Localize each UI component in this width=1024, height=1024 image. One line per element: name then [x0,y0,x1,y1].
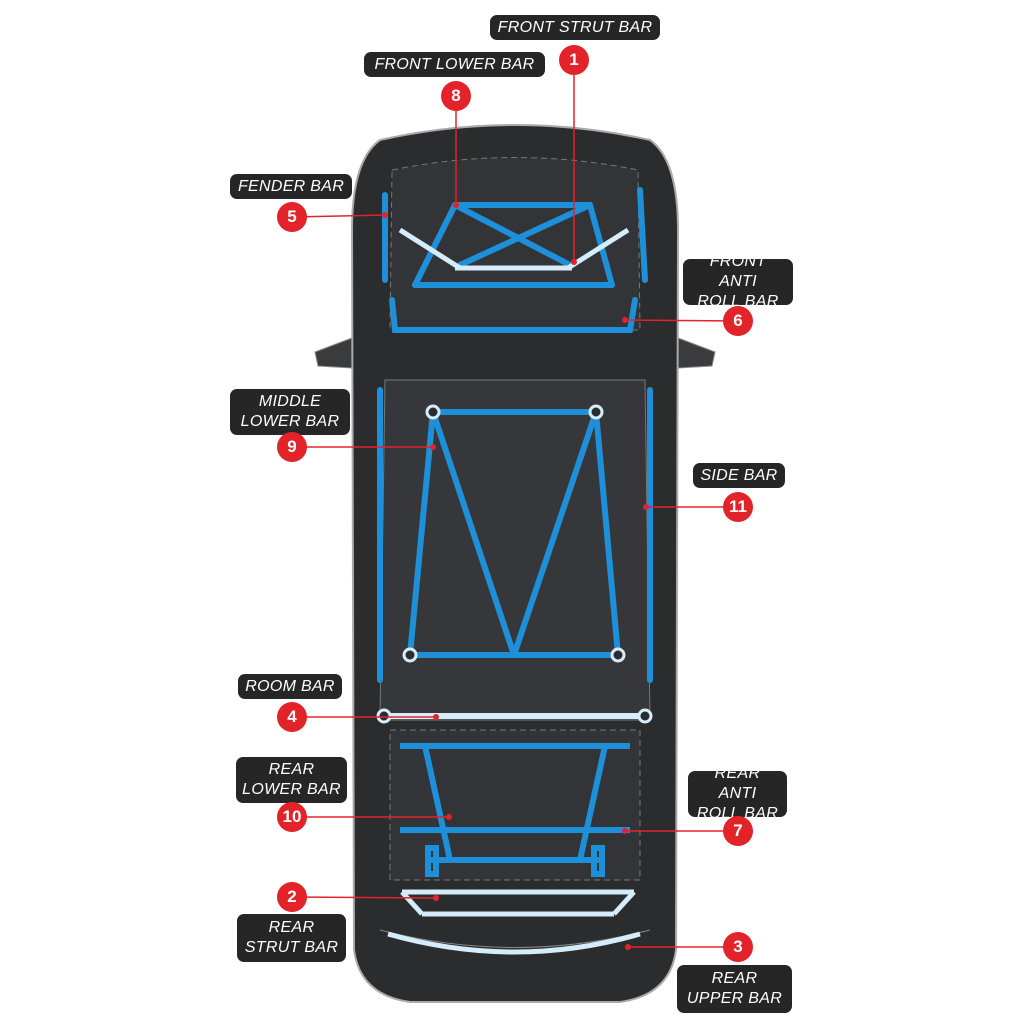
callout-number-6: 6 [723,306,753,336]
label-rear-lower-bar: REAR LOWER BAR [236,757,347,803]
leader-dot-rear-upper-bar [625,944,631,950]
leader-dot-side-bar [643,504,649,510]
leader-dot-rear-strut-bar [433,895,439,901]
rear-bars [400,743,630,877]
middle-bar-joints [402,404,626,663]
left-mirror [314,337,353,369]
leader-line-fender-bar [291,214,386,218]
label-rear-strut-bar: REAR STRUT BAR [237,914,346,962]
callout-number-9: 9 [277,432,307,462]
callout-number-8: 8 [441,81,471,111]
rear-strut-upper-bars [387,889,641,955]
leader-dot-fender-bar [382,212,388,218]
middle-bars [377,387,653,683]
label-front-lower-bar: FRONT LOWER BAR [364,52,545,77]
callout-number-10: 10 [277,802,307,832]
callout-number-5: 5 [277,202,307,232]
leader-line-front-anti-roll-bar [624,319,739,322]
rear-floor [389,729,641,881]
leader-dot-rear-anti-roll-bar [622,828,628,834]
callout-number-3: 3 [723,932,753,962]
car-body [314,124,716,1003]
label-front-strut-bar: FRONT STRUT BAR [490,15,660,40]
right-mirror [677,337,716,369]
room-bar [376,708,653,724]
label-front-anti-roll-bar: FRONT ANTI ROLL BAR [683,253,793,310]
rear-bumper-line [379,929,651,948]
callout-number-11: 11 [723,492,753,522]
label-middle-lower-bar: MIDDLE LOWER BAR [230,389,350,435]
front-strut-bar [398,227,630,271]
leader-lines [291,60,739,950]
leader-dot-room-bar [433,714,439,720]
callout-number-1: 1 [559,45,589,75]
callout-number-4: 4 [277,702,307,732]
leader-dot-front-lower-bar [453,202,459,208]
leader-dot-front-strut-bar [571,259,577,265]
leader-dot-rear-lower-bar [446,814,452,820]
label-room-bar: ROOM BAR [238,674,342,699]
label-rear-anti-roll-bar: REAR ANTI ROLL BAR [688,765,787,822]
leader-dot-middle-lower-bar [430,444,436,450]
leader-line-rear-strut-bar [291,896,437,899]
callout-number-7: 7 [723,816,753,846]
callout-number-2: 2 [277,882,307,912]
label-side-bar: SIDE BAR [693,463,785,488]
label-rear-upper-bar: REAR UPPER BAR [677,965,792,1013]
label-fender-bar: FENDER BAR [230,174,352,199]
leader-dot-front-anti-roll-bar [622,317,628,323]
